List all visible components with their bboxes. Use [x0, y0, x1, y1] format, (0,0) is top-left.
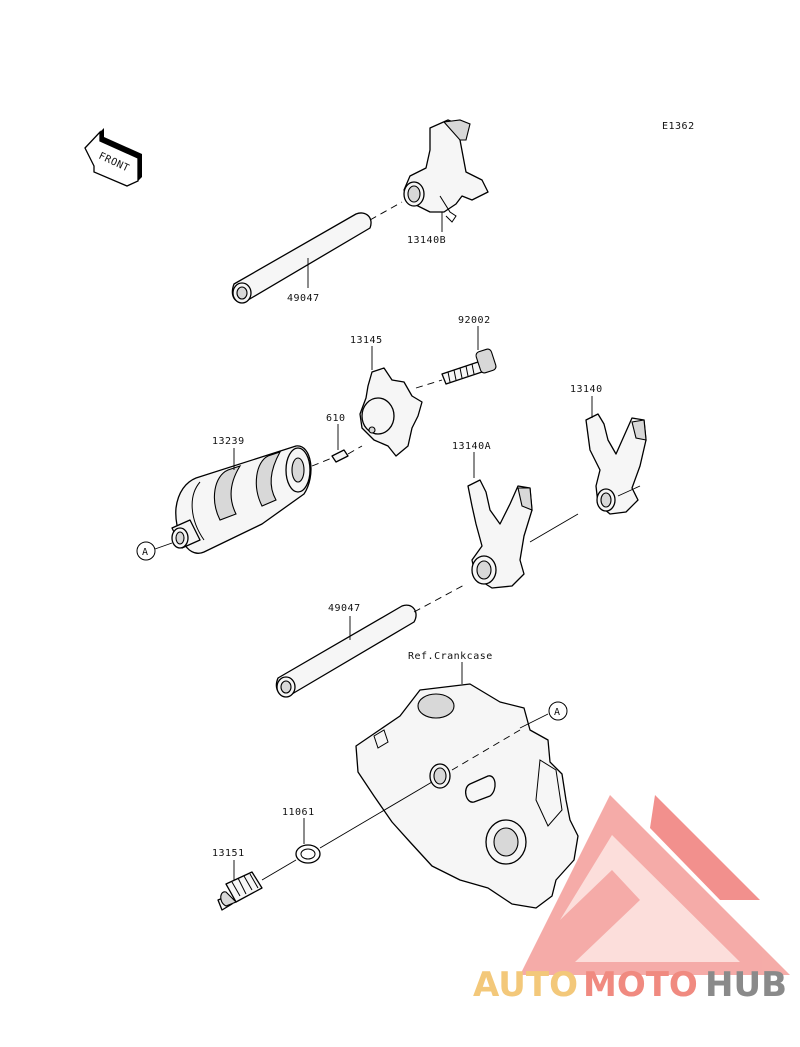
pin-610	[331, 449, 349, 463]
shift-drum-13239	[171, 445, 312, 554]
switch-13151	[217, 871, 263, 911]
crankcase-ref	[355, 683, 579, 909]
label-11061: 11061	[282, 807, 315, 818]
shift-fork-13140A	[467, 479, 533, 589]
stopper-plate-13145	[359, 367, 423, 457]
svg-text:A: A	[142, 547, 149, 558]
watermark-logo	[520, 795, 790, 975]
ref-marker-a-left: A	[136, 541, 156, 561]
watermark-hub: HUB	[705, 965, 787, 1005]
label-49047-lower: 49047	[328, 603, 361, 614]
shift-fork-13140	[585, 413, 647, 515]
watermark-moto: MOTO	[583, 965, 698, 1005]
shaft-upper	[231, 212, 372, 304]
label-13239: 13239	[212, 436, 245, 447]
watermark-text: AUTO MOTO HUB	[473, 965, 787, 1005]
diagram-code: E1362	[662, 121, 695, 132]
oring-11061	[295, 844, 321, 864]
label-92002: 92002	[458, 315, 491, 326]
label-13140B: 13140B	[407, 235, 446, 246]
label-ref-crankcase: Ref.Crankcase	[408, 651, 493, 662]
shaft-lower	[275, 604, 417, 698]
shift-fork-13140B	[403, 119, 489, 223]
watermark-auto: AUTO	[473, 965, 578, 1005]
label-49047-upper: 49047	[287, 293, 320, 304]
label-610: 610	[326, 413, 346, 424]
front-arrow-icon: FRONT	[84, 128, 142, 187]
label-13145: 13145	[350, 335, 383, 346]
label-13140A: 13140A	[452, 441, 491, 452]
label-13140: 13140	[570, 384, 603, 395]
label-13151: 13151	[212, 848, 245, 859]
ref-marker-a-right: A	[548, 701, 568, 721]
bolt-92002	[441, 348, 497, 385]
svg-text:A: A	[554, 707, 561, 718]
